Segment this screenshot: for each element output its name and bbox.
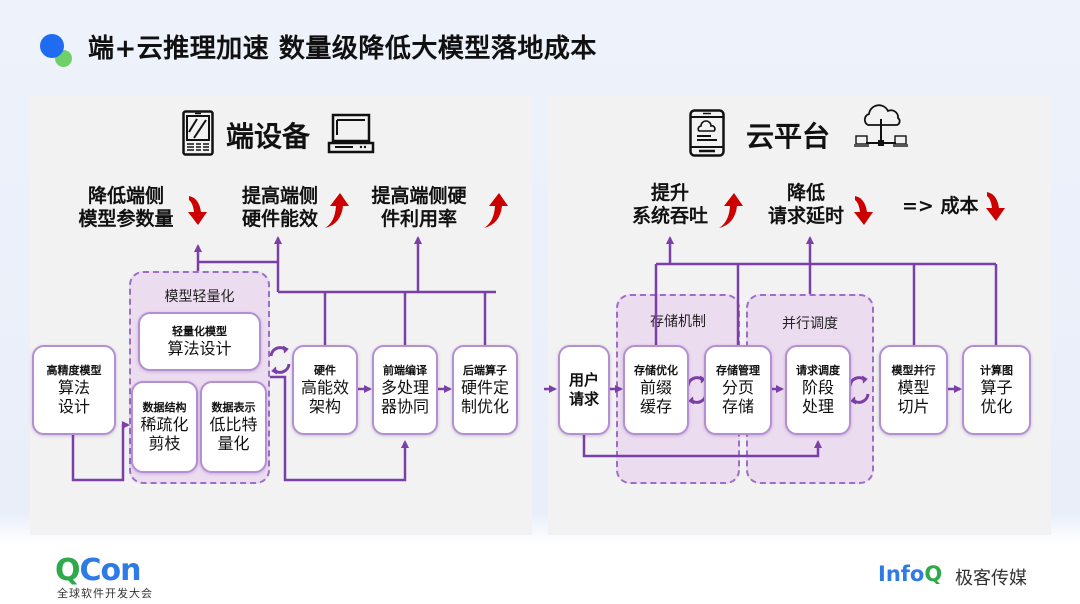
laptop-icon (327, 113, 375, 154)
box-text: 分页 (721, 378, 754, 397)
box-text: 剪枝 (148, 434, 181, 453)
box-text: 稀疏化 (140, 415, 189, 434)
cloud-phone-icon (689, 109, 725, 157)
up-arrow-icon (719, 193, 743, 228)
goal-line: 降低端侧 (87, 185, 164, 207)
box-text: 量化 (217, 434, 250, 453)
goal-line: 提高端侧 (241, 185, 318, 207)
down-arrow-icon (854, 196, 873, 225)
box-text: 低比特 (209, 415, 258, 434)
box-user-request: 用户 请求 (558, 345, 610, 435)
goal-line: 硬件能效 (241, 208, 318, 230)
goal-line: 提升 (650, 182, 689, 204)
box-subtitle: 高精度模型 (46, 364, 102, 377)
box-text: 制优化 (460, 397, 509, 416)
box-text: 前缀 (639, 378, 672, 397)
cloud-heading: 云平台 (746, 120, 831, 153)
box-text: 切片 (897, 397, 930, 416)
box-lightweight-model: 轻量化模型 算法设计 (138, 312, 261, 371)
box-subtitle: 数据表示 (211, 401, 256, 414)
group-label: 并行调度 (782, 316, 838, 332)
qcon-subtitle: 全球软件开发大会 (57, 587, 153, 600)
cloud-goal-latency: 降低 请求延时 (758, 182, 854, 228)
box-text: 设计 (57, 397, 90, 416)
box-high-precision-model: 高精度模型 算法 设计 (32, 345, 116, 435)
box-text: 处理 (801, 397, 834, 416)
box-model-parallel: 模型并行 模型 切片 (879, 345, 948, 435)
cycle-icon-parallel (848, 375, 870, 405)
cloud-network-icon (854, 104, 908, 147)
tablet-icon (182, 110, 214, 156)
box-subtitle: 数据结构 (142, 401, 187, 414)
box-text: 优化 (980, 397, 1013, 416)
up-arrow-icon (325, 193, 349, 228)
up-arrow-icon (484, 193, 508, 228)
box-text: 存储 (721, 397, 754, 416)
box-subtitle: 存储优化 (634, 364, 678, 377)
box-subtitle: 计算图 (980, 364, 1013, 377)
box-text: 模型 (897, 378, 930, 397)
arrow-high-to-light (71, 421, 130, 482)
box-low-bit-quantization: 数据表示 低比特 量化 (200, 381, 267, 473)
goal-line: 系统吞吐 (631, 205, 708, 227)
infoq-logo-text: Info (878, 562, 925, 586)
goal-line: 请求延时 (767, 205, 844, 227)
page-title: 端+云推理加速 数量级降低大模型落地成本 (88, 34, 597, 64)
goal-line: 件利用率 (380, 208, 457, 230)
title-dot-blue (40, 34, 64, 58)
box-subtitle: 请求调度 (796, 364, 840, 377)
box-request-scheduling: 请求调度 阶段 处理 (785, 345, 851, 435)
cloud-goal-cost: => 成本 (902, 195, 979, 217)
qcon-logo: QCon (55, 553, 141, 588)
box-text: 缓存 (639, 397, 672, 416)
down-arrow-icon (188, 196, 207, 225)
box-compute-graph: 计算图 算子 优化 (962, 345, 1031, 435)
box-text: 算法 (57, 378, 90, 397)
infoq-logo: InfoQ (878, 562, 942, 586)
box-subtitle: 存储管理 (716, 364, 760, 377)
down-arrow-icon (986, 192, 1005, 221)
box-paged-storage: 存储管理 分页 存储 (704, 345, 772, 435)
group-label: 存储机制 (650, 314, 706, 330)
arrow-user-to-schedule (582, 435, 822, 458)
box-text: 阶段 (801, 378, 834, 397)
edge-goal-hw-utilization: 提高端侧硬 件利用率 (363, 185, 475, 231)
box-subtitle: 轻量化模型 (172, 325, 227, 338)
trend-arrows (188, 192, 1005, 228)
arrow-light-to-frontend (270, 375, 409, 482)
box-text: 算法设计 (167, 339, 232, 358)
edge-panel (30, 95, 532, 535)
box-subtitle: 硬件 (314, 364, 336, 377)
qcon-logo-text: Con (79, 553, 142, 588)
box-hw-architecture: 硬件 高能效 架构 (292, 345, 358, 435)
box-frontend-compile: 前端编译 多处理 器协同 (372, 345, 438, 435)
goal-line: 提高端侧硬 (371, 185, 467, 207)
box-sparsity-pruning: 数据结构 稀疏化 剪枝 (131, 381, 198, 473)
box-text: 多处理 (380, 378, 429, 397)
edge-heading: 端设备 (226, 120, 311, 153)
box-subtitle: 后端算子 (463, 364, 507, 377)
jike-media-logo: 极客传媒 (955, 568, 1027, 589)
box-text: 算子 (980, 378, 1013, 397)
edge-goal-reduce-params: 降低端侧 模型参数量 (70, 185, 182, 231)
goal-line: 降低 (786, 182, 825, 204)
box-text: 用户 (568, 371, 599, 389)
box-text: 高能效 (300, 378, 349, 397)
box-prefix-cache: 存储优化 前缀 缓存 (623, 345, 689, 435)
cloud-goal-throughput: 提升 系统吞吐 (622, 182, 718, 228)
box-subtitle: 前端编译 (383, 364, 427, 377)
group-label: 模型轻量化 (164, 289, 235, 305)
qcon-logo-q: Q (55, 553, 80, 588)
box-text: 硬件定 (460, 378, 509, 397)
infoq-logo-q: Q (924, 562, 943, 586)
box-text: 器协同 (380, 397, 429, 416)
box-subtitle: 模型并行 (891, 364, 936, 377)
edge-goal-hw-efficiency: 提高端侧 硬件能效 (232, 185, 328, 231)
box-text: 架构 (308, 397, 341, 416)
goal-line: 模型参数量 (78, 208, 174, 230)
box-text: 请求 (568, 390, 599, 408)
box-backend-operator: 后端算子 硬件定 制优化 (452, 345, 518, 435)
cycle-icon-edge (269, 345, 291, 375)
